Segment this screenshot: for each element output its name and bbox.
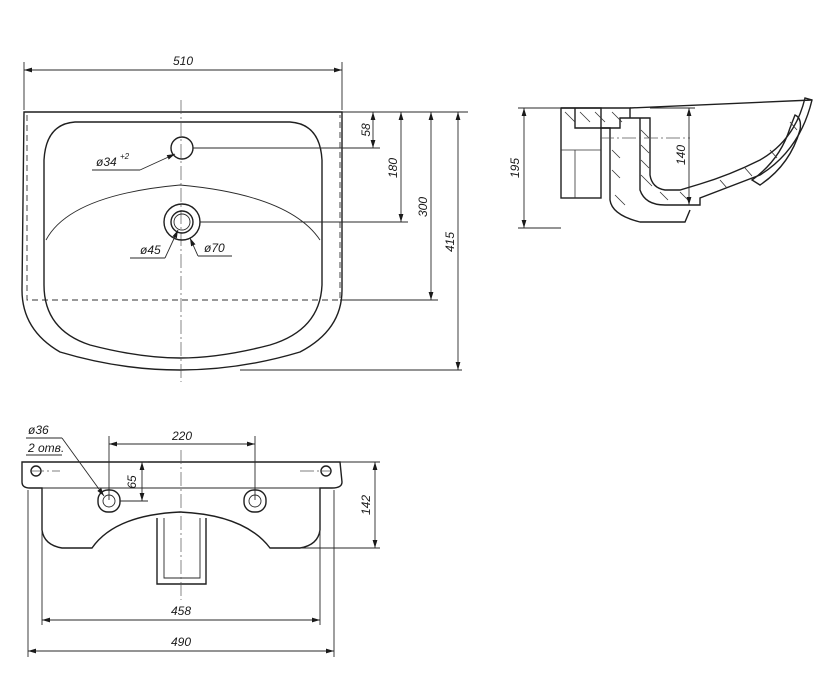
label-mount-hole: ø36 <box>28 423 49 437</box>
dim-mount-offset: 65 <box>125 475 139 489</box>
tap-hole <box>170 136 194 160</box>
dim-mount-spacing: 220 <box>171 429 192 443</box>
label-drain-inner: ø45 <box>140 243 161 257</box>
bowl-inner-outline <box>43 121 323 359</box>
back-outline <box>21 461 343 549</box>
dim-outer-width: 490 <box>171 635 191 649</box>
drain-inner-ring <box>170 210 194 234</box>
dim-hole-depth: 58 <box>359 123 373 137</box>
drain-pipe <box>156 518 207 585</box>
section-body <box>561 97 813 206</box>
label-mount-hole-count: 2 отв. <box>27 441 64 455</box>
drain-core <box>173 213 191 231</box>
basin-outer-outline <box>21 111 343 371</box>
label-tap-hole: ø34 <box>96 155 117 169</box>
side-section-view: 195 140 <box>508 97 813 229</box>
label-drain-outer: ø70 <box>204 241 225 255</box>
rim-dashed-line <box>26 115 341 301</box>
wall-mount-block <box>560 107 602 199</box>
dim-back-height: 142 <box>359 495 373 515</box>
overflow-channel <box>750 114 802 186</box>
drain-outer-ring <box>163 203 201 241</box>
dim-bowl-depth: 300 <box>416 197 430 217</box>
dim-inner-width: 458 <box>171 604 191 618</box>
dim-drain-depth: 180 <box>386 158 400 178</box>
dim-side-height: 195 <box>508 158 522 178</box>
dim-width: 510 <box>173 54 193 68</box>
back-view: 220 65 142 458 490 ø36 2 отв. <box>21 423 380 657</box>
top-view: 510 58 180 300 415 ø34 +2 ø45 ø70 <box>21 54 468 382</box>
label-tap-hole-tolerance: +2 <box>120 152 130 161</box>
dim-total-depth: 415 <box>443 232 457 252</box>
dim-bowl-height: 140 <box>674 145 688 165</box>
bowl-depression <box>45 184 321 241</box>
